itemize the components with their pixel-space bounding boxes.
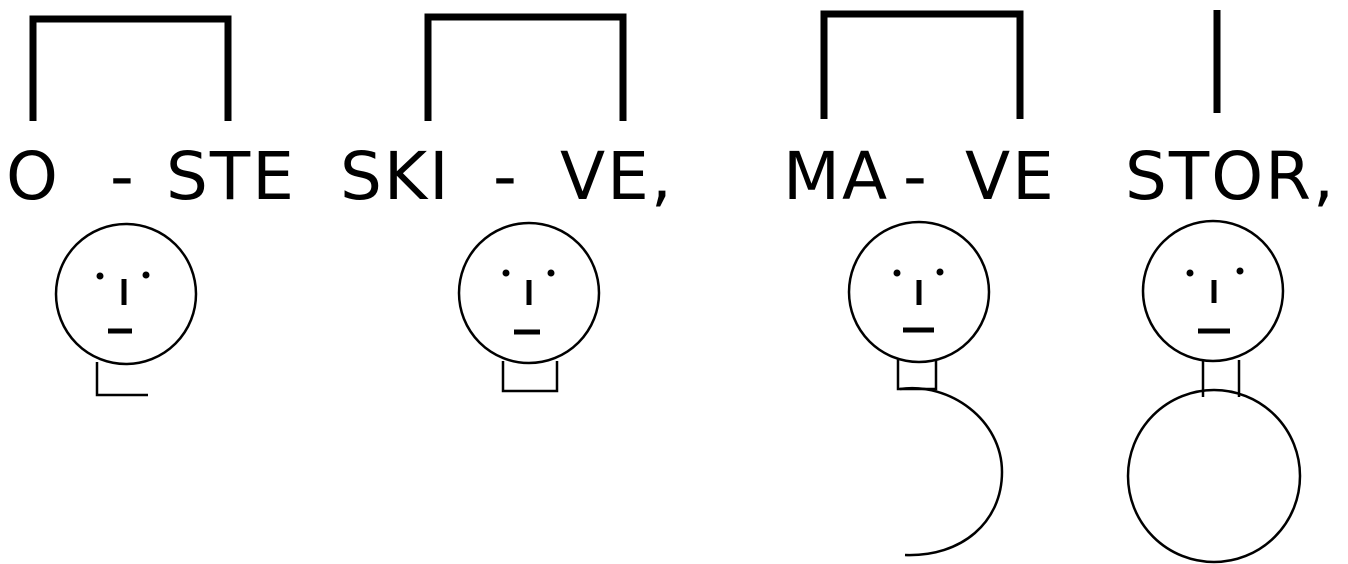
eye-icon (502, 269, 510, 277)
neck-icon (95, 362, 148, 397)
lyric-ste: STE (166, 138, 296, 215)
eye-icon (936, 268, 944, 276)
face-icon (847, 220, 991, 364)
eye-icon (547, 269, 555, 277)
lyric-hyphen-3: - (903, 138, 929, 215)
eye-icon (96, 272, 104, 280)
lyric-ve-comma: VE, (560, 138, 674, 215)
eye-icon (893, 269, 901, 277)
figure-1 (54, 222, 198, 397)
lyric-hyphen-1: - (110, 138, 136, 215)
figure-2 (457, 221, 601, 393)
face-icon (54, 222, 198, 366)
lyric-ma: MA (783, 138, 889, 215)
lyric-hyphen-2: - (493, 138, 519, 215)
neck-icon (896, 359, 938, 391)
lyric-o: O (6, 138, 60, 215)
belly-half-icon (899, 386, 1004, 557)
eye-icon (142, 271, 150, 279)
syllable-bracket-3 (820, 10, 1024, 119)
figure-3 (847, 220, 1004, 557)
lyric-ski: SKI (340, 138, 451, 215)
lyric-stor-comma: STOR, (1125, 138, 1336, 215)
eye-icon (1186, 269, 1194, 277)
lyric-ve: VE (965, 138, 1056, 215)
syllable-bracket-1 (29, 15, 232, 121)
belly-full-icon (1126, 388, 1302, 564)
neck-icon (501, 361, 559, 393)
face-icon (457, 221, 601, 365)
face-icon (1141, 219, 1285, 363)
syllable-bracket-2 (424, 13, 627, 121)
figure-4 (1126, 219, 1302, 564)
eye-icon (1236, 267, 1244, 275)
